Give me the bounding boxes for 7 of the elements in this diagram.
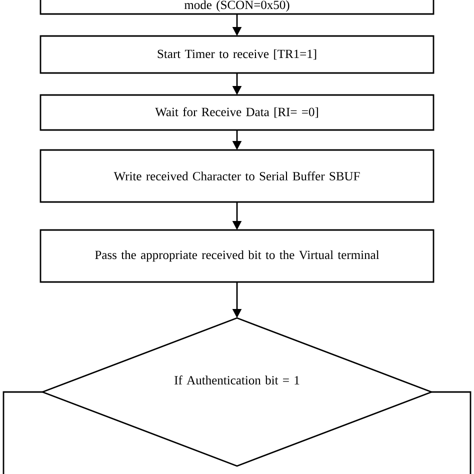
process-box: Pass the appropriate received bit to the Virtual terminal bbox=[40, 229, 434, 283]
process-box: mode (SCON=0x50) bbox=[40, 0, 434, 15]
process-box: Write received Character to Serial Buffer SBUF bbox=[40, 149, 434, 203]
process-box: Wait for Receive Data [RI= =0] bbox=[40, 94, 434, 131]
process-box: Start Timer to receive [TR1=1] bbox=[40, 35, 434, 74]
connector-line bbox=[2, 391, 42, 474]
connector-line bbox=[432, 391, 472, 474]
